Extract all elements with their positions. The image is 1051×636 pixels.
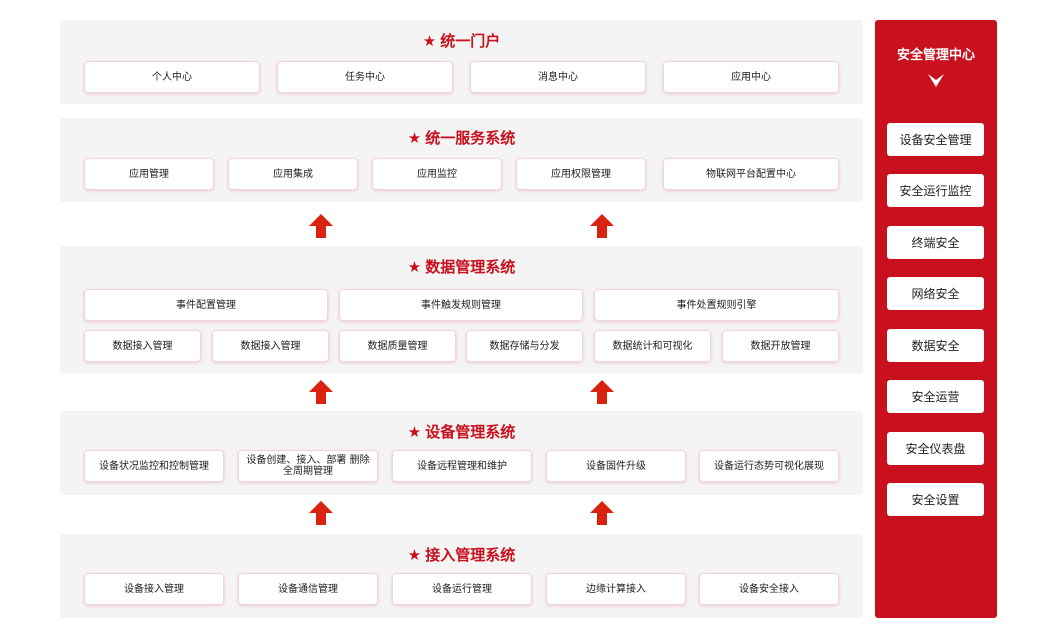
service-item[interactable]: 应用监控	[372, 158, 502, 190]
access-item[interactable]: 设备安全接入	[699, 573, 839, 605]
arrow-up-icon	[590, 501, 614, 525]
arrow-up-icon	[309, 380, 333, 404]
service-title-text: 统一服务系统	[425, 129, 516, 147]
arrow-up-icon	[309, 214, 333, 238]
security-item[interactable]: 网络安全	[887, 277, 984, 310]
service-item[interactable]: 应用管理	[84, 158, 214, 190]
security-center-panel: 安全管理中心 设备安全管理 安全运行监控 终端安全 网络安全 数据安全 安全运营…	[875, 20, 997, 618]
star-icon: ★	[407, 129, 422, 147]
data-title-text: 数据管理系统	[425, 258, 516, 276]
device-item[interactable]: 设备运行态势可视化展现	[699, 450, 839, 482]
device-title-text: 设备管理系统	[425, 423, 516, 441]
security-item[interactable]: 数据安全	[887, 329, 984, 362]
portal-section: ★统一门户 个人中心 任务中心 消息中心 应用中心	[60, 20, 863, 104]
data-item[interactable]: 数据质量管理	[339, 330, 456, 362]
data-rule-item[interactable]: 事件触发规则管理	[339, 289, 583, 321]
service-title: ★统一服务系统	[60, 127, 863, 148]
access-title-text: 接入管理系统	[425, 546, 516, 564]
portal-item[interactable]: 任务中心	[277, 61, 453, 93]
arrow-up-icon	[590, 214, 614, 238]
service-item[interactable]: 物联网平台配置中心	[663, 158, 839, 190]
portal-item[interactable]: 个人中心	[84, 61, 260, 93]
star-icon: ★	[422, 32, 437, 50]
portal-item[interactable]: 应用中心	[663, 61, 839, 93]
data-title: ★数据管理系统	[60, 256, 863, 277]
device-section: ★设备管理系统 设备状况监控和控制管理 设备创建、接入、部署 删除全周期管理 设…	[60, 411, 863, 495]
data-item[interactable]: 数据统计和可视化	[594, 330, 711, 362]
arrow-up-icon	[309, 501, 333, 525]
star-icon: ★	[407, 546, 422, 564]
star-icon: ★	[407, 258, 422, 276]
device-item[interactable]: 设备固件升级	[546, 450, 686, 482]
device-item[interactable]: 设备创建、接入、部署 删除全周期管理	[238, 450, 378, 482]
service-item[interactable]: 应用集成	[228, 158, 358, 190]
access-item[interactable]: 设备接入管理	[84, 573, 224, 605]
data-item[interactable]: 数据开放管理	[722, 330, 839, 362]
data-item[interactable]: 数据接入管理	[212, 330, 329, 362]
data-rule-item[interactable]: 事件配置管理	[84, 289, 328, 321]
security-item[interactable]: 终端安全	[887, 226, 984, 259]
security-item[interactable]: 安全设置	[887, 483, 984, 516]
data-section: ★数据管理系统 事件配置管理 事件触发规则管理 事件处置规则引擎 数据接入管理 …	[60, 246, 863, 374]
access-item[interactable]: 设备运行管理	[392, 573, 532, 605]
security-center-title: 安全管理中心	[896, 48, 975, 63]
device-item[interactable]: 设备远程管理和维护	[392, 450, 532, 482]
data-item[interactable]: 数据接入管理	[84, 330, 201, 362]
device-title: ★设备管理系统	[60, 421, 863, 442]
chevron-down-icon	[928, 74, 944, 87]
star-icon: ★	[407, 423, 422, 441]
data-rule-item[interactable]: 事件处置规则引擎	[594, 289, 839, 321]
security-item[interactable]: 设备安全管理	[887, 123, 984, 156]
device-item[interactable]: 设备状况监控和控制管理	[84, 450, 224, 482]
service-section: ★统一服务系统 应用管理 应用集成 应用监控 应用权限管理 物联网平台配置中心	[60, 118, 863, 202]
security-item[interactable]: 安全运行监控	[887, 174, 984, 207]
arrow-up-icon	[590, 380, 614, 404]
access-item[interactable]: 边缘计算接入	[546, 573, 686, 605]
portal-title-text: 统一门户	[440, 32, 501, 50]
access-item[interactable]: 设备通信管理	[238, 573, 378, 605]
data-item[interactable]: 数据存储与分发	[466, 330, 583, 362]
access-title: ★接入管理系统	[60, 544, 863, 565]
service-item[interactable]: 应用权限管理	[516, 158, 646, 190]
portal-title: ★统一门户	[60, 30, 863, 51]
security-item[interactable]: 安全仪表盘	[887, 432, 984, 465]
access-section: ★接入管理系统 设备接入管理 设备通信管理 设备运行管理 边缘计算接入 设备安全…	[60, 534, 863, 618]
security-item[interactable]: 安全运营	[887, 380, 984, 413]
portal-item[interactable]: 消息中心	[470, 61, 646, 93]
